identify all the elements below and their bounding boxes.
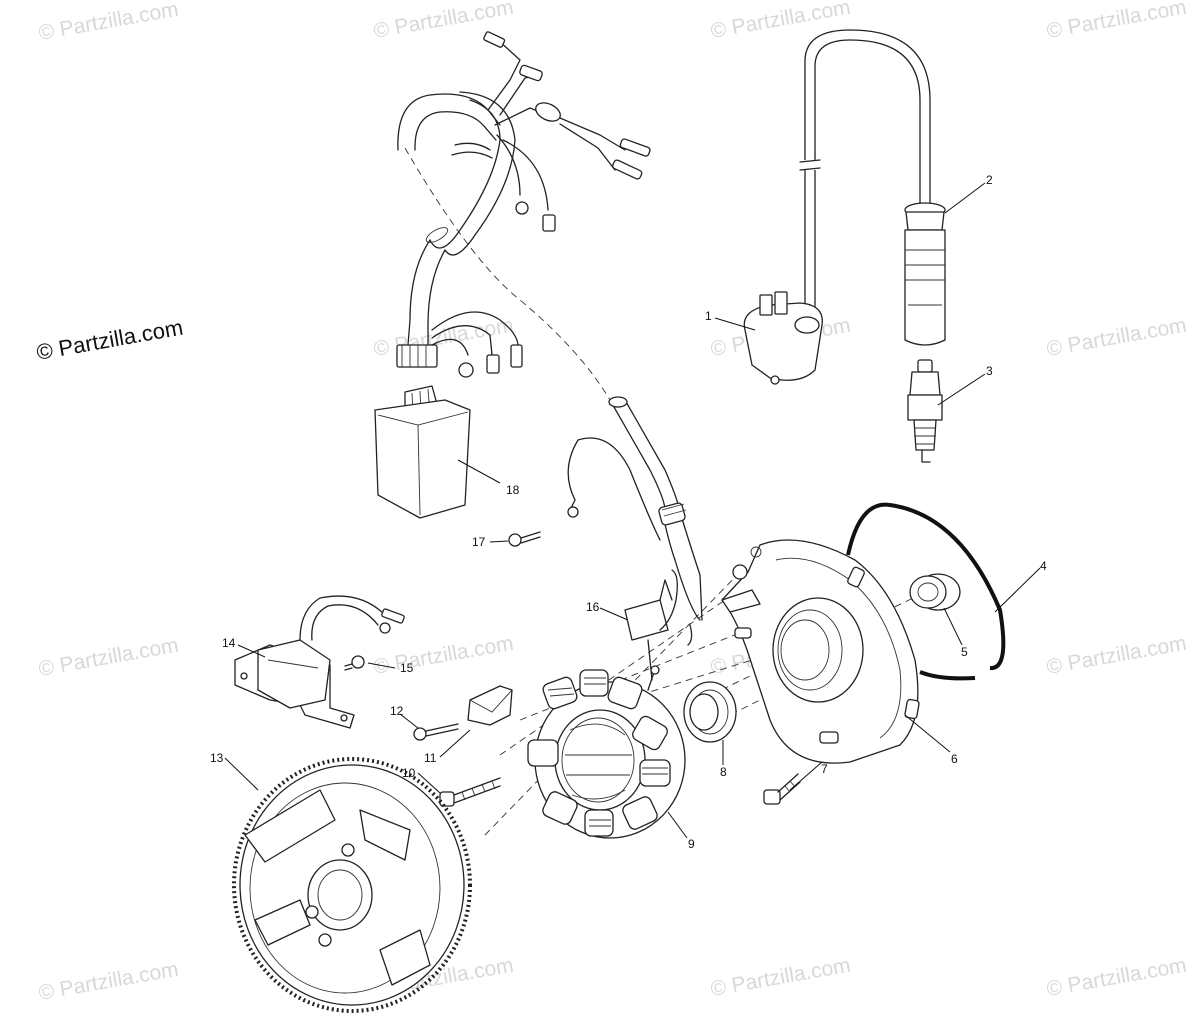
bolt-17-icon [508,531,541,547]
oil-seal-icon [683,681,737,743]
spark-plug-cap-icon [904,202,946,346]
pulser-coil-icon [567,396,703,681]
callout-11: 11 [424,751,437,765]
ignition-coil-icon [743,29,931,385]
spark-plug-icon [907,359,943,463]
callout-12: 12 [390,704,404,718]
callout-4: 4 [1040,559,1047,573]
callout-labels: 1 2 3 4 5 6 7 8 9 10 11 12 13 14 15 16 1… [210,173,1047,851]
voltage-regulator-icon [234,595,405,729]
callout-16: 16 [586,600,600,614]
callout-7: 7 [821,762,828,776]
bolt-7-icon [763,773,801,805]
callout-6: 6 [951,752,958,766]
watermark-layer: © Partzilla.com © Partzilla.com © Partzi… [37,0,1188,1005]
callout-3: 3 [986,364,993,378]
watermark: © Partzilla.com [37,0,180,45]
bolt-10-icon [439,777,501,807]
clamp-11-icon [467,685,513,726]
watermark: © Partzilla.com [372,632,515,679]
o-ring-icon [846,502,1006,681]
stator-coil-icon [527,665,686,839]
callout-15: 15 [400,661,414,675]
bolt-15-icon [344,655,365,671]
watermark: © Partzilla.com [709,0,852,43]
watermark: © Partzilla.com [1045,0,1188,43]
flywheel-icon [232,757,472,1013]
copyright-label: © Partzilla.com [35,315,185,365]
callout-9: 9 [688,837,695,851]
watermark: © Partzilla.com [37,634,180,681]
callout-5: 5 [961,645,968,659]
watermark: © Partzilla.com [1045,632,1188,679]
harness-connector-block [396,311,523,378]
callout-8: 8 [720,765,727,779]
callout-10: 10 [402,766,416,780]
wire-harness-icon [397,31,651,326]
callout-14: 14 [222,636,236,650]
watermark: © Partzilla.com [37,958,180,1005]
watermark: © Partzilla.com [709,954,852,1001]
callout-17: 17 [472,535,486,549]
watermark: © Partzilla.com [1045,954,1188,1001]
callout-1: 1 [705,309,712,323]
callout-13: 13 [210,751,224,765]
bearing-icon [909,573,961,611]
stator-plate-icon [721,539,920,764]
watermark: © Partzilla.com [372,314,515,361]
cdi-box-icon [374,385,471,519]
callout-leaders [224,182,1041,839]
callout-2: 2 [986,173,993,187]
callout-18: 18 [506,483,520,497]
bolt-12-icon [413,723,459,741]
watermark: © Partzilla.com [1045,314,1188,361]
